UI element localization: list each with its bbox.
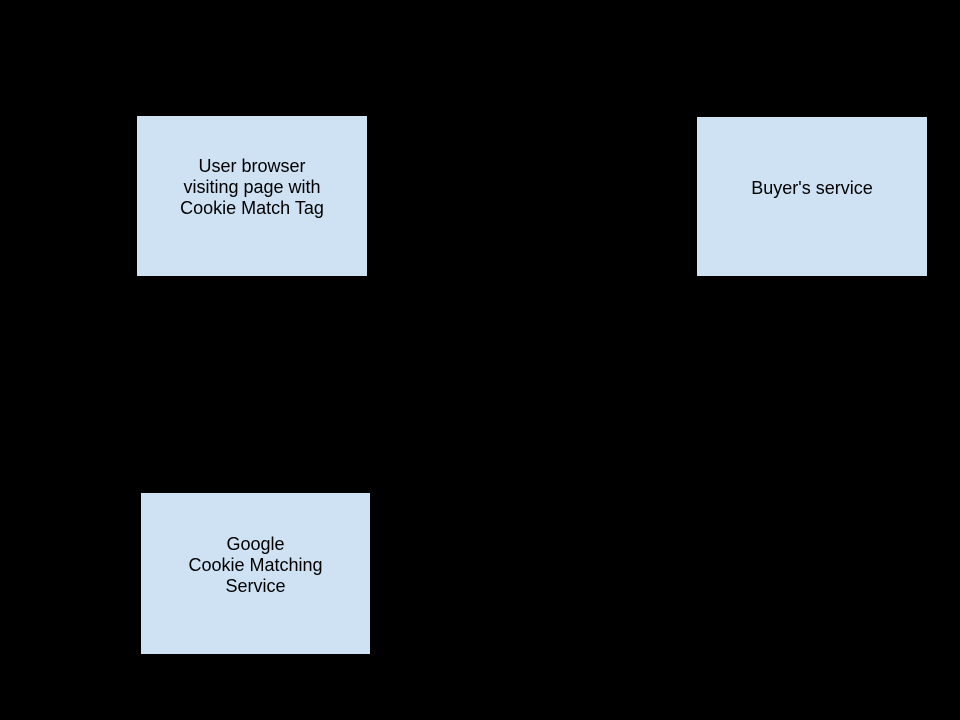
node-google-cookie-matching-service-label: Google Cookie Matching Service: [188, 533, 323, 596]
node-user-browser: User browser visiting page with Cookie M…: [136, 115, 368, 277]
node-user-browser-label: User browser visiting page with Cookie M…: [180, 156, 324, 218]
node-google-cookie-matching-service: Google Cookie Matching Service: [140, 492, 371, 655]
node-buyers-service-label: Buyer's service: [751, 177, 873, 198]
node-buyers-service: Buyer's service: [696, 116, 928, 277]
